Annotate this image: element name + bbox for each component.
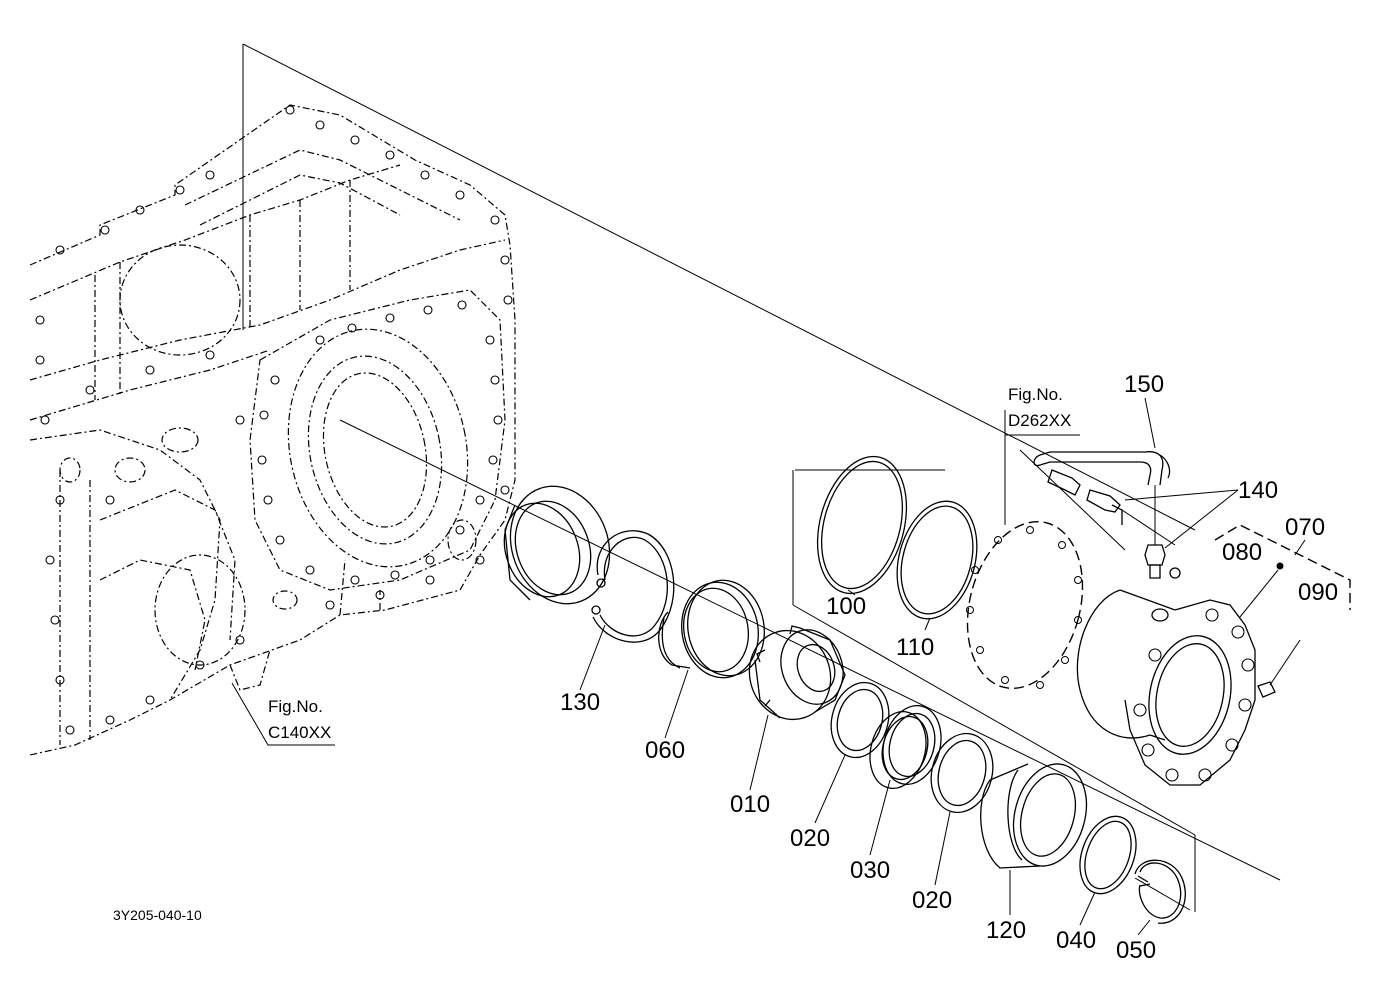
callout-030: 030 bbox=[850, 857, 890, 884]
shaft-axis bbox=[339, 419, 1281, 881]
callout-020-b: 020 bbox=[912, 887, 952, 914]
svg-text:C140XX: C140XX bbox=[268, 723, 331, 742]
callout-010: 010 bbox=[730, 791, 770, 818]
callout-120: 120 bbox=[986, 917, 1026, 944]
part-medium-o-ring bbox=[896, 500, 978, 620]
transmission-case bbox=[29, 104, 516, 756]
part-ball bbox=[1169, 567, 1181, 579]
svg-text:Fig.No.: Fig.No. bbox=[268, 697, 323, 716]
part-hub bbox=[748, 625, 846, 721]
svg-text:Fig.No.: Fig.No. bbox=[1008, 385, 1063, 404]
callout-labels: 010 020 020 030 040 050 060 070 080 090 … bbox=[560, 371, 1338, 964]
part-bolt bbox=[1257, 639, 1301, 698]
part-plug bbox=[1276, 562, 1284, 570]
callout-150: 150 bbox=[1124, 371, 1164, 398]
part-fitting-left bbox=[1047, 469, 1176, 546]
callout-140: 140 bbox=[1238, 477, 1278, 504]
ref-bracket-070 bbox=[1214, 524, 1351, 610]
callout-100: 100 bbox=[826, 593, 866, 620]
svg-text:D262XX: D262XX bbox=[1008, 411, 1071, 430]
callout-110: 110 bbox=[896, 634, 934, 661]
callout-090: 090 bbox=[1298, 579, 1338, 606]
part-cylinder-housing bbox=[1076, 589, 1256, 786]
callout-020-a: 020 bbox=[790, 825, 830, 852]
part-thrust-washer-2 bbox=[930, 732, 994, 814]
callout-070: 070 bbox=[1285, 514, 1325, 541]
fig-ref-c140: Fig.No. C140XX bbox=[268, 697, 331, 742]
reference-plane bbox=[242, 43, 1196, 912]
part-pipe bbox=[1033, 451, 1171, 545]
callout-040: 040 bbox=[1056, 927, 1096, 954]
part-spring bbox=[658, 579, 765, 679]
part-snap-ring bbox=[1134, 859, 1186, 924]
part-fitting-right bbox=[1144, 544, 1166, 579]
part-internal-circlip bbox=[591, 530, 675, 643]
ref-bracket-d262 bbox=[1004, 410, 1126, 551]
part-oil-seal bbox=[503, 485, 611, 605]
fig-ref-d262: Fig.No. D262XX bbox=[1008, 385, 1071, 430]
callout-080: 080 bbox=[1222, 539, 1262, 566]
ref-leader-c140 bbox=[231, 682, 335, 746]
part-large-o-ring bbox=[816, 455, 908, 595]
callout-130: 130 bbox=[560, 689, 600, 716]
drawing-code: 3Y205-040-10 bbox=[113, 907, 202, 923]
part-sleeve bbox=[980, 763, 1088, 869]
leader-lines bbox=[579, 589, 1151, 936]
part-o-ring bbox=[1079, 815, 1137, 895]
callout-060: 060 bbox=[645, 737, 685, 764]
callout-050: 050 bbox=[1116, 937, 1156, 964]
part-gasket bbox=[966, 520, 1084, 690]
part-thrust-washer-1 bbox=[830, 681, 890, 759]
part-needle-bearing bbox=[869, 705, 942, 789]
